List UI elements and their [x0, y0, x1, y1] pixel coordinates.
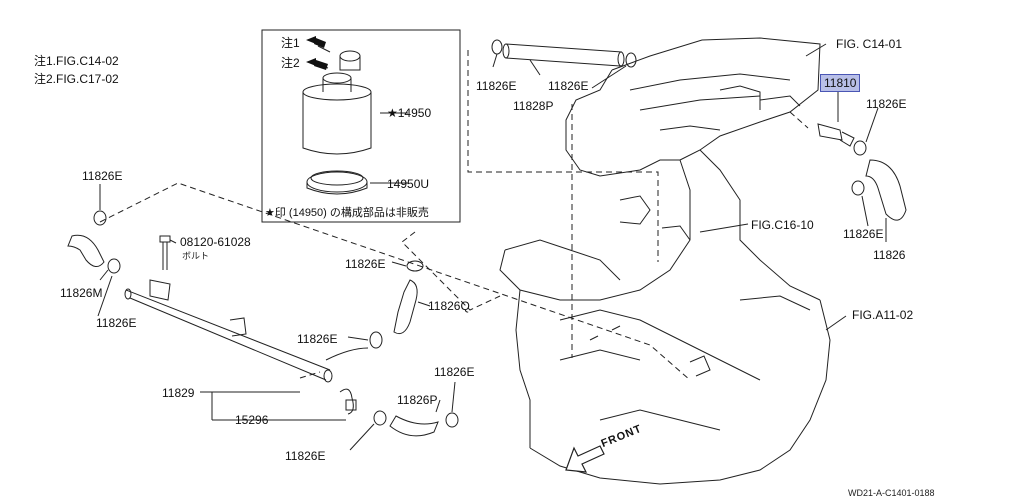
engine-outline [499, 37, 831, 485]
valve-11810-drawing [817, 123, 855, 147]
hose-mid-label: 11826Q [428, 299, 470, 313]
clamp-right-1-label: 11826E [866, 97, 907, 111]
clamp-right-2-label: 11826E [843, 227, 884, 241]
bolt-label: 08120-61028 [180, 235, 251, 249]
clamp-top-right-label: 11826E [548, 79, 589, 93]
spring-clamp-label: 15296 [235, 413, 269, 427]
clamp-mid-2-drawing [369, 331, 383, 349]
valve-label[interactable]: 11810 [820, 74, 861, 92]
canister-cap-drawing [306, 170, 368, 195]
clamp-mid-2-label: 11826E [297, 332, 338, 346]
spring-clamp-drawing [339, 388, 354, 415]
hose-left-label: 11826M [60, 286, 103, 300]
clamp-left-top-label: 11826E [82, 169, 123, 183]
hose-bottom-label: 11826P [397, 393, 438, 407]
clamp-right-1-drawing [853, 140, 867, 156]
part-canister-label: ★14950 [387, 106, 432, 120]
inset-note-1: 注1 [281, 36, 300, 50]
inset-arrows [306, 36, 328, 70]
front-arrow [565, 445, 605, 473]
diagram-code: WD21-A-C1401-0188 [848, 488, 935, 498]
note-1: 注1.FIG.C14-02 [34, 54, 119, 68]
hose-11828p-drawing [502, 43, 625, 67]
note-2: 注2.FIG.C17-02 [34, 72, 119, 86]
inset-frame [261, 29, 461, 223]
hose-11826-drawing [865, 159, 907, 221]
clamp-bottom-right-drawing [445, 412, 459, 428]
clamp-mid-1-label: 11826E [345, 257, 386, 271]
pipe-11829-drawing [124, 279, 333, 383]
hose-right-label: 11826 [873, 248, 906, 262]
dashed-leaders [99, 50, 809, 381]
clamp-bottom-left-drawing [373, 410, 387, 426]
fig-c16-10-label: FIG.C16-10 [751, 218, 814, 232]
bolt-drawing [159, 235, 171, 270]
clamp-top-left-label: 11826E [476, 79, 517, 93]
clamp-left-bottom-label: 11826E [96, 316, 137, 330]
clamp-right-2-drawing [851, 180, 865, 196]
clamp-left-bottom-drawing [107, 258, 121, 274]
clamp-top-left-drawing [491, 39, 503, 55]
bolt-sub-label: ボルト [182, 251, 210, 261]
bracket-11829 [211, 391, 346, 421]
clamp-top-right-drawing [625, 52, 637, 68]
spring-clamp-box [345, 399, 357, 411]
hose-11826m-drawing [67, 234, 105, 267]
hose-11826q-drawing [393, 279, 418, 335]
pipe-label: 11829 [162, 386, 195, 400]
clamp-left-top-drawing [93, 210, 107, 226]
clamp-mid-1-drawing [406, 260, 424, 272]
hose-segment-mid [325, 347, 369, 361]
hose-11826p-drawing [389, 415, 439, 437]
hose-top-label: 11828P [513, 99, 554, 113]
clamp-bottom-left-label: 11826E [285, 449, 326, 463]
fig-c14-01-label: FIG. C14-01 [836, 37, 903, 51]
fig-a11-02-label: FIG.A11-02 [852, 308, 914, 322]
clamp-bottom-right-label: 11826E [434, 365, 475, 379]
part-cap-label: 14950U [387, 177, 430, 191]
inset-note-2: 注2 [281, 56, 300, 70]
inset-footer: ★印 (14950) の構成部品は非販売 [265, 207, 429, 219]
label-leaders [97, 43, 887, 451]
